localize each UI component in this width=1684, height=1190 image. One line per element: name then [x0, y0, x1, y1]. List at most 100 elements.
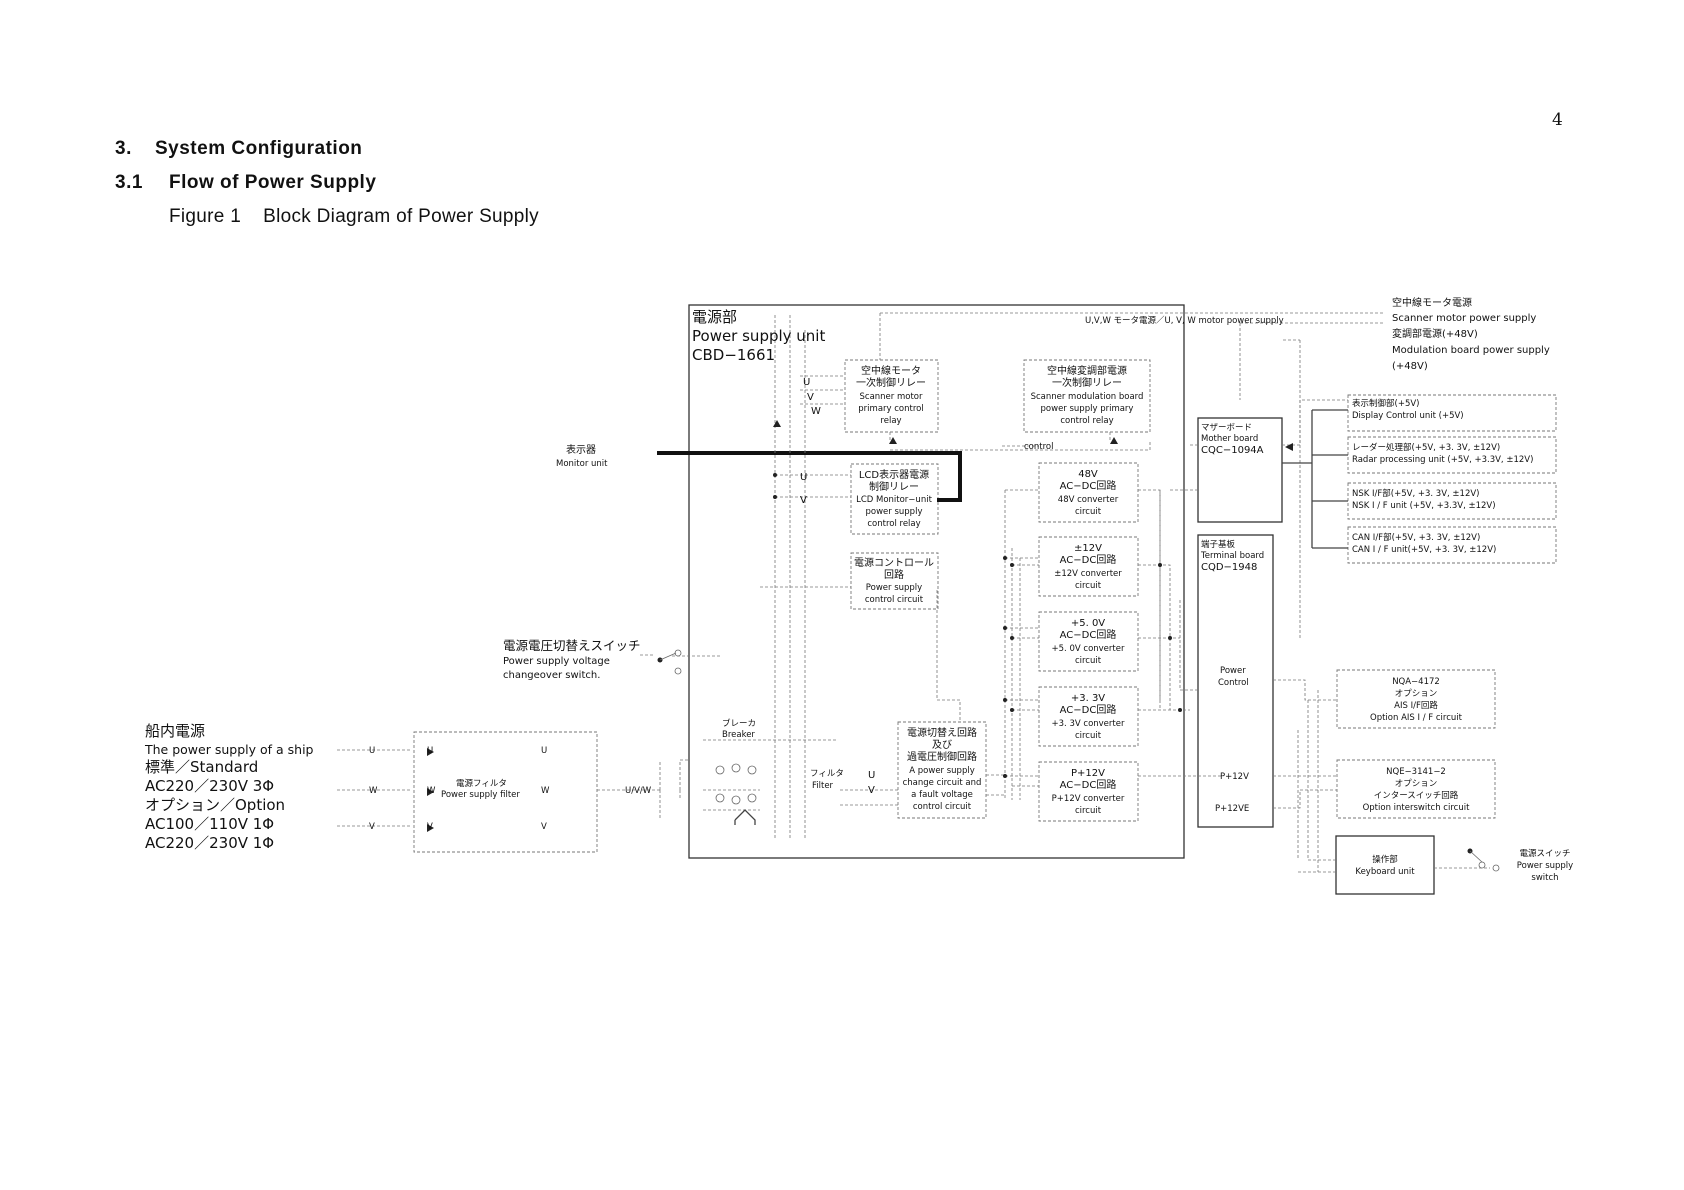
control-label: control	[1024, 442, 1053, 452]
nqa-jp2: AIS I/F回路	[1394, 700, 1438, 711]
section-heading: 3. System Configuration	[115, 138, 362, 160]
nsk-jp: NSK I/F部(+5V, +3. 3V, ±12V)	[1352, 488, 1479, 499]
filt-out-u: U	[541, 746, 547, 756]
scanner-motor-supply-jp: 空中線モータ電源	[1392, 296, 1472, 309]
scanner-motor-supply-en: Scanner motor power supply	[1392, 313, 1536, 324]
voltage-switch-en2: changeover switch.	[503, 670, 600, 681]
conv5-box	[1038, 611, 1139, 672]
ship-power-standard-spec: AC220／230V 3Φ	[145, 777, 274, 795]
mother-board-jp: マザーボード	[1201, 423, 1252, 433]
terminal-board-power: Power	[1220, 666, 1246, 676]
conv48-labels: 48V AC−DC回路 48V converter circuit	[1058, 469, 1119, 517]
keyboard-en: Keyboard unit	[1355, 867, 1415, 877]
conv12-l2: AC−DC回路	[1060, 553, 1117, 566]
in-w: W	[369, 786, 378, 796]
scanner-relay-en3: relay	[880, 416, 901, 426]
ship-power-jp: 船内電源	[145, 722, 205, 740]
mother-board-box	[1197, 417, 1283, 523]
figure-label: Figure 1	[169, 206, 242, 227]
ship-power-option-spec2: AC220／230V 1Φ	[145, 834, 274, 852]
conv48-box	[1038, 462, 1139, 523]
modulation-supply-en2: (+48V)	[1392, 361, 1428, 372]
nqe-jp1: オプション	[1395, 779, 1438, 789]
psu-control-jp2: 回路	[884, 568, 904, 581]
nqa-model: NQA−4172	[1392, 677, 1440, 687]
radar-proc-en: Radar processing unit (+5V, +3.3V, ±12V)	[1352, 455, 1533, 465]
scanner-mod-relay-en1: Scanner modulation board	[1031, 392, 1144, 402]
uvw-label: U/V/W	[625, 786, 652, 796]
changeover-jp3: 過電圧制御回路	[907, 750, 977, 763]
conv33-l3: +3. 3V converter	[1052, 719, 1125, 729]
filt-out-w: W	[541, 786, 550, 796]
scanner-mod-relay-box	[1023, 359, 1151, 433]
subsection-number: 3.1	[115, 172, 143, 193]
voltage-switch-jp: 電源電圧切替えスイッチ	[503, 638, 641, 653]
lcd-relay-en1: LCD Monitor−unit	[856, 495, 932, 505]
nqa-jp1: オプション	[1395, 689, 1438, 699]
changeover-en1: A power supply	[909, 766, 975, 776]
filter-internal-v: V	[868, 785, 875, 796]
phase-u-lcd-label: U	[800, 472, 807, 483]
ship-power-option: オプション／Option	[145, 796, 285, 814]
filter-internal-u: U	[868, 770, 875, 781]
scanner-relay-jp1: 空中線モータ	[861, 364, 921, 377]
display-control-en: Display Control unit (+5V)	[1352, 411, 1464, 421]
conv5-l3: +5. 0V converter	[1052, 644, 1125, 654]
monitor-jp: 表示器	[566, 443, 596, 456]
changeover-labels: 電源切替え回路 及び 過電圧制御回路 A power supply change…	[903, 726, 982, 812]
nqe-model: NQE−3141−2	[1386, 767, 1446, 777]
changeover-jp1: 電源切替え回路	[907, 726, 977, 739]
monitor-en: Monitor unit	[556, 459, 608, 469]
power-switch-symbol	[1469, 850, 1500, 872]
power-switch-jp: 電源スイッチ	[1519, 849, 1570, 859]
breaker-jp: ブレーカ	[722, 718, 756, 729]
phase-w-label: W	[811, 406, 821, 417]
psu-title-jp: 電源部	[692, 308, 737, 326]
conv33-labels: +3. 3V AC−DC回路 +3. 3V converter circuit	[1052, 693, 1125, 741]
scanner-mod-relay-jp2: 一次制御リレー	[1052, 376, 1122, 389]
scanner-mod-relay-jp1: 空中線変調部電源	[1047, 364, 1127, 377]
section-title: System Configuration	[155, 138, 363, 159]
keyboard-jp: 操作部	[1372, 854, 1398, 865]
filter-external-en: Power supply filter	[441, 790, 520, 800]
conv12-l1: ±12V	[1074, 543, 1102, 554]
power-switch-en1: Power supply	[1517, 861, 1573, 871]
ship-power-en: The power supply of a ship	[144, 742, 314, 757]
psu-control-en1: Power supply	[866, 583, 922, 593]
filter-internal-en: Filter	[812, 781, 834, 791]
display-control-jp: 表示制御部(+5V)	[1352, 398, 1419, 409]
changeover-en3: a fault voltage	[911, 790, 973, 800]
modulation-supply-jp: 変調部電源(+48V)	[1392, 327, 1478, 340]
filt-in-v: V	[427, 822, 433, 832]
filter-internal-jp: フィルタ	[810, 769, 844, 779]
can-en: CAN I / F unit(+5V, +3. 3V, ±12V)	[1352, 545, 1496, 555]
scanner-relay-labels: 空中線モータ 一次制御リレー Scanner motor primary con…	[856, 364, 926, 426]
terminal-board-control: Control	[1218, 678, 1249, 688]
changeover-jp2: 及び	[932, 739, 952, 751]
conv5-l4: circuit	[1075, 656, 1102, 666]
terminal-board-box	[1197, 534, 1274, 828]
psu-control-box	[850, 552, 939, 610]
scanner-relay-en1: Scanner motor	[860, 392, 923, 402]
lcd-relay-en3: control relay	[867, 519, 920, 529]
voltage-switch-symbol	[659, 649, 682, 675]
keyboard-unit-box	[1335, 835, 1435, 895]
scanner-mod-relay-labels: 空中線変調部電源 一次制御リレー Scanner modulation boar…	[1031, 364, 1144, 426]
convp12-labels: P+12V AC−DC回路 P+12V converter circuit	[1052, 768, 1125, 816]
radar-proc-jp: レーダー処理部(+5V, +3. 3V, ±12V)	[1352, 442, 1500, 453]
section-number: 3.	[115, 138, 132, 159]
can-jp: CAN I/F部(+5V, +3. 3V, ±12V)	[1352, 532, 1480, 543]
filt-in-w: W	[427, 786, 436, 796]
power-switch-en2: switch	[1531, 873, 1558, 883]
changeover-en4: control circuit	[913, 802, 972, 812]
in-v: V	[369, 822, 375, 832]
lcd-relay-en2: power supply	[866, 507, 923, 517]
conv12-box	[1038, 536, 1139, 597]
conv33-box	[1038, 686, 1139, 747]
phase-v-lcd-label: V	[800, 495, 807, 506]
lcd-relay-jp2: 制御リレー	[869, 480, 919, 493]
terminal-board-p12v: P+12V	[1220, 772, 1249, 782]
